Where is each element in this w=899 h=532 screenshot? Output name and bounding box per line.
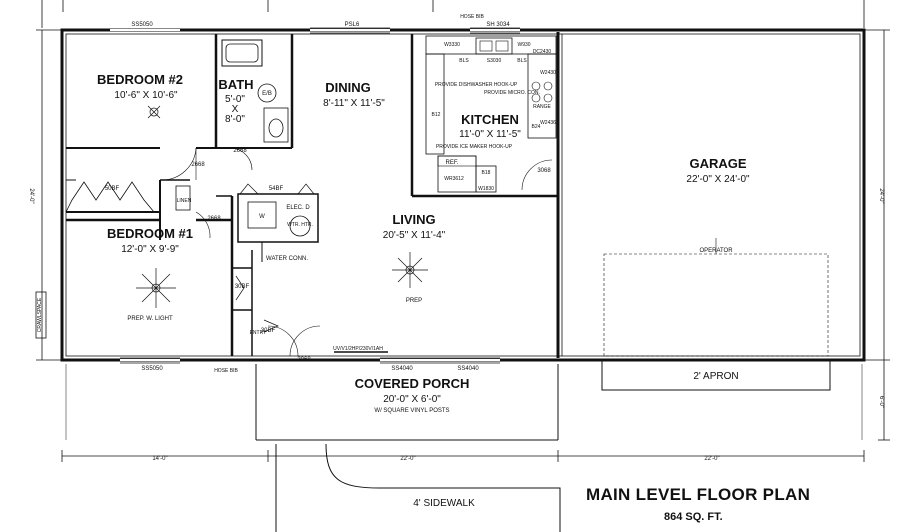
living-fan-note: PREP	[406, 298, 422, 304]
dim-height-left: 24'-0"	[28, 188, 34, 203]
range-label: RANGE	[533, 104, 551, 110]
closet-30bf-a: 30BF	[235, 284, 250, 290]
closet-54bf: 54BF	[269, 186, 284, 192]
cabinet-dc2430: DC2430	[533, 49, 552, 55]
cabinet-b24: B24	[532, 124, 541, 130]
bath-label: BATH	[218, 77, 253, 92]
door-3068-porch: 3068	[297, 357, 311, 363]
plan-title: MAIN LEVEL FLOOR PLAN	[586, 485, 811, 504]
sink-base-s3030: S3030	[487, 58, 502, 64]
cabinet-bls-b: BLS	[517, 58, 527, 64]
dim-center-width: 22'-0"	[400, 456, 415, 462]
closet-30bf-b: 30BF	[261, 328, 276, 334]
dim-porch-depth: 6'-0"	[878, 396, 884, 408]
porch-label: COVERED PORCH	[355, 376, 470, 391]
living-label: LIVING	[392, 212, 435, 227]
cabinet-b12: B12	[432, 112, 441, 118]
window-ss5050-top: SS5050	[131, 22, 153, 28]
garage-dims: 22'-0" X 24'-0"	[686, 174, 750, 185]
water-connection-label: WATER CONN.	[266, 256, 308, 262]
bedroom2-label: BEDROOM #2	[97, 72, 183, 87]
cabinet-bls-a: BLS	[459, 58, 469, 64]
garage-door-operator: OPERATOR	[699, 248, 733, 254]
bedroom1-fan-note: PREP. W. LIGHT	[127, 316, 173, 322]
electrical-panel-label: UV/V1/2HP/230V/1AH	[333, 346, 383, 352]
kitchen-label: KITCHEN	[461, 112, 519, 127]
porch-note: W/ SQUARE VINYL POSTS	[374, 408, 449, 414]
plan-area: 864 SQ. FT.	[664, 511, 723, 523]
bedroom1-dims: 12'-0" X 9'-9"	[121, 244, 179, 255]
exhaust-fan: E/B	[262, 91, 272, 97]
cabinet-w3330: W3330	[444, 42, 460, 48]
door-2668-bed2: 2668	[191, 162, 205, 168]
dining-label: DINING	[325, 80, 371, 95]
cabinet-w930: W930	[517, 42, 530, 48]
hose-bib-bottom: HOSE BIB	[214, 368, 238, 374]
entry-label: ENTRY	[250, 330, 268, 336]
bedroom1-label: BEDROOM #1	[107, 226, 193, 241]
door-psl6: PSL6	[345, 22, 360, 28]
microwave-note: PROVIDE MICRO. CON.	[484, 90, 540, 96]
living-dims: 20'-5" X 11'-4"	[383, 230, 446, 241]
washer-label: W	[259, 214, 265, 220]
door-2668-bed1: 2668	[207, 216, 221, 222]
dim-left-width: 14'-0"	[152, 456, 167, 462]
kitchen-dims: 11'-0" X 11'-5"	[459, 129, 521, 140]
garage-apron: 2' APRON	[693, 371, 738, 382]
dim-height-right: 24'-0"	[878, 188, 884, 203]
window-sh3034: SH 3034	[486, 22, 510, 28]
cabinet-w2430: W2430	[540, 70, 556, 76]
porch-dims: 20'-0" X 6'-0"	[383, 394, 441, 405]
window-ss4040-a: SS4040	[391, 366, 413, 372]
linen-closet: LINEN	[177, 198, 192, 204]
dishwasher-note: PROVIDE DISHWASHER HOOK-UP	[435, 82, 518, 88]
garage-label: GARAGE	[689, 156, 746, 171]
cabinet-wr3612: WR3612	[444, 176, 464, 182]
closet-50bf: 50BF	[105, 186, 120, 192]
bedroom2-dims: 10'-6" X 10'-6"	[114, 90, 178, 101]
door-3068-garage: 3068	[537, 168, 551, 174]
crawlspace-tag: CRAWLSPACE	[37, 297, 43, 332]
cabinet-b18: B18	[482, 170, 491, 176]
hose-bib-top: HOSE BIB	[460, 14, 484, 20]
bath-dims-w: 5'-0"	[225, 94, 245, 105]
cabinet-w1830: W1830	[478, 186, 494, 192]
door-2668-bath: 2668	[233, 148, 247, 154]
cabinet-w2436: W2436	[540, 120, 556, 126]
dining-dims: 8'-11" X 11'-5"	[323, 98, 385, 109]
dim-right-width: 22'-0"	[704, 456, 719, 462]
ice-maker-note: PROVIDE ICE MAKER HOOK-UP	[436, 144, 513, 150]
refrigerator-label: REF.	[445, 160, 458, 166]
window-ss4040-b: SS4040	[457, 366, 479, 372]
window-ss5050-bottom: SS5050	[141, 366, 163, 372]
water-heater-label: WTR. HTR.	[287, 222, 313, 228]
electric-dryer-label: ELEC. D	[286, 205, 310, 211]
sidewalk-label: 4' SIDEWALK	[413, 498, 475, 509]
bath-dims-x: X	[232, 104, 239, 115]
bath-dims-h: 8'-0"	[225, 114, 245, 125]
